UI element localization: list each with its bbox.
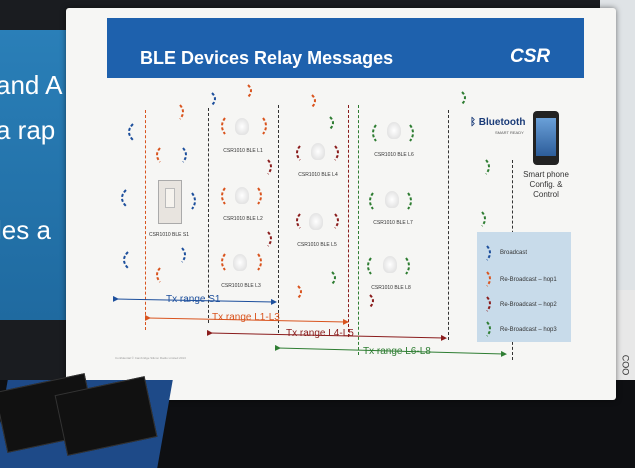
bulb-icon — [385, 191, 399, 208]
poster-title: BLE Devices Relay Messages — [140, 48, 394, 68]
legend-broadcast: Broadcast — [500, 250, 528, 256]
banner-text-2: a rap — [0, 115, 56, 145]
range-label-l1-l3: Tx range L1-L3 — [212, 312, 280, 323]
bulb-icon — [383, 256, 397, 273]
node-label-l2: CSR1010 BLE L2 — [223, 216, 263, 222]
range-divider — [448, 110, 449, 340]
bulb-icon — [387, 122, 401, 139]
switch-toggle — [165, 188, 175, 208]
node-label-l1: CSR1010 BLE L1 — [223, 148, 263, 154]
banner-text-3: les a — [0, 215, 51, 245]
node-label-l8: CSR1010 BLE L8 — [371, 285, 411, 291]
range-label-l4-l5: Tx range L4-L5 — [286, 328, 354, 339]
bluetooth-icon: ᛒ Bluetooth — [470, 117, 526, 128]
legend-hop1: Re-Broadcast – hop1 — [500, 277, 557, 283]
range-divider — [348, 105, 349, 337]
node-label-l6: CSR1010 BLE L6 — [374, 152, 414, 158]
bulb-icon — [235, 187, 249, 204]
smartphone-screen — [536, 118, 556, 156]
legend-hop3: Re-Broadcast – hop3 — [500, 327, 557, 333]
range-divider — [208, 108, 209, 323]
range-label-l6-l8: Tx range L6-L8 — [363, 346, 431, 357]
range-divider — [358, 105, 359, 355]
range-label-s1: Tx range S1 — [166, 294, 221, 305]
phone-label: Smart phone Config. & Control — [523, 170, 569, 199]
banner-text-1: and A — [0, 70, 63, 100]
node-label-l4: CSR1010 BLE L4 — [298, 172, 338, 178]
bulb-icon — [309, 213, 323, 230]
legend-hop2: Re-Broadcast – hop2 — [500, 302, 557, 308]
bulb-icon — [311, 143, 325, 160]
poster-title-bar — [107, 18, 584, 78]
range-divider — [145, 110, 146, 330]
poster-footnote: Confidential © Cambridge Silicon Radio L… — [115, 356, 186, 360]
node-label-l5: CSR1010 BLE L5 — [297, 242, 337, 248]
node-label-l3: CSR1010 BLE L3 — [221, 283, 261, 289]
bluetooth-subtitle: SMART READY — [495, 130, 524, 135]
node-label-l7: CSR1010 BLE L7 — [373, 220, 413, 226]
node-label-s1: CSR1010 BLE S1 — [148, 232, 190, 238]
range-divider — [278, 105, 279, 333]
legend-box — [477, 232, 571, 342]
csr-logo: CSR — [510, 46, 551, 67]
bulb-icon — [235, 118, 249, 135]
bulb-icon — [233, 254, 247, 271]
